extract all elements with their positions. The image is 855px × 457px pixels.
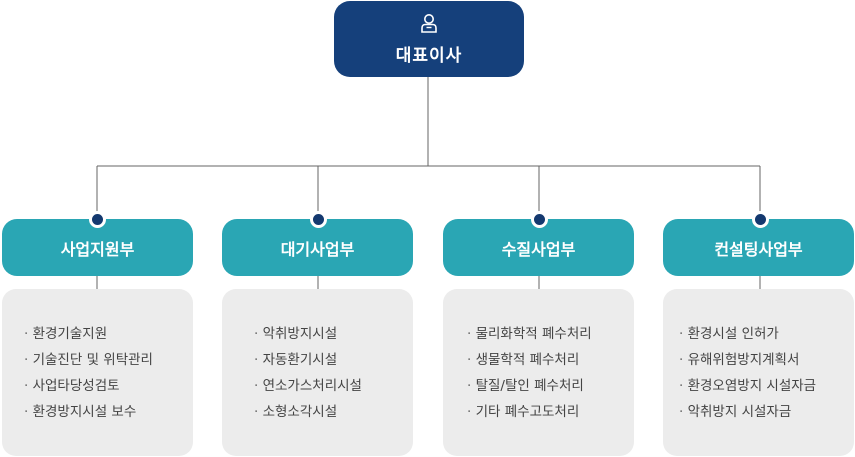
duty-item: 물리화학적 폐수처리	[467, 321, 592, 347]
duty-item: 악취방지시설	[254, 321, 362, 347]
duty-item: 환경시설 인허가	[679, 321, 816, 347]
duty-item: 악취방지 시설자금	[679, 399, 816, 425]
person-icon	[421, 14, 437, 33]
connector-dot	[752, 211, 769, 228]
department-name: 대기사업부	[280, 239, 355, 259]
department-header-business-support: 사업지원부	[2, 219, 193, 276]
duty-item: 환경방지시설 보수	[24, 399, 153, 425]
department-duties-business-support: 환경기술지원 기술진단 및 위탁관리 사업타당성검토 환경방지시설 보수	[2, 289, 193, 456]
ceo-box: 대표이사	[334, 1, 524, 77]
department-name: 수질사업부	[501, 239, 576, 259]
connector-dot	[310, 211, 327, 228]
duty-item: 기술진단 및 위탁관리	[24, 347, 153, 373]
duty-item: 소형소각시설	[254, 399, 362, 425]
department-header-air: 대기사업부	[222, 219, 413, 276]
department-duties-water: 물리화학적 폐수처리 생물학적 폐수처리 탈질/탈인 폐수처리 기타 폐수고도처…	[443, 289, 634, 456]
department-name: 사업지원부	[60, 239, 135, 259]
ceo-title: 대표이사	[395, 46, 463, 66]
duty-item: 환경기술지원	[24, 321, 153, 347]
duty-item: 환경오염방지 시설자금	[679, 373, 817, 399]
department-duties-air: 악취방지시설 자동환기시설 연소가스처리시설 소형소각시설	[222, 289, 413, 456]
connector-dot	[531, 211, 548, 228]
duty-item: 자동환기시설	[254, 347, 362, 373]
department-duties-consulting: 환경시설 인허가 유해위험방지계획서 환경오염방지 시설자금 악취방지 시설자금	[663, 289, 854, 456]
duty-item: 유해위험방지계획서	[679, 347, 816, 373]
department-header-water: 수질사업부	[443, 219, 634, 276]
duty-item: 연소가스처리시설	[254, 373, 362, 399]
duty-item: 사업타당성검토	[24, 373, 153, 399]
connector-dot	[89, 211, 106, 228]
duty-item: 기타 폐수고도처리	[467, 399, 592, 425]
duty-item: 생물학적 폐수처리	[467, 347, 592, 373]
department-header-consulting: 컨설팅사업부	[663, 219, 854, 276]
duty-item: 탈질/탈인 폐수처리	[467, 373, 592, 399]
department-name: 컨설팅사업부	[714, 239, 803, 259]
